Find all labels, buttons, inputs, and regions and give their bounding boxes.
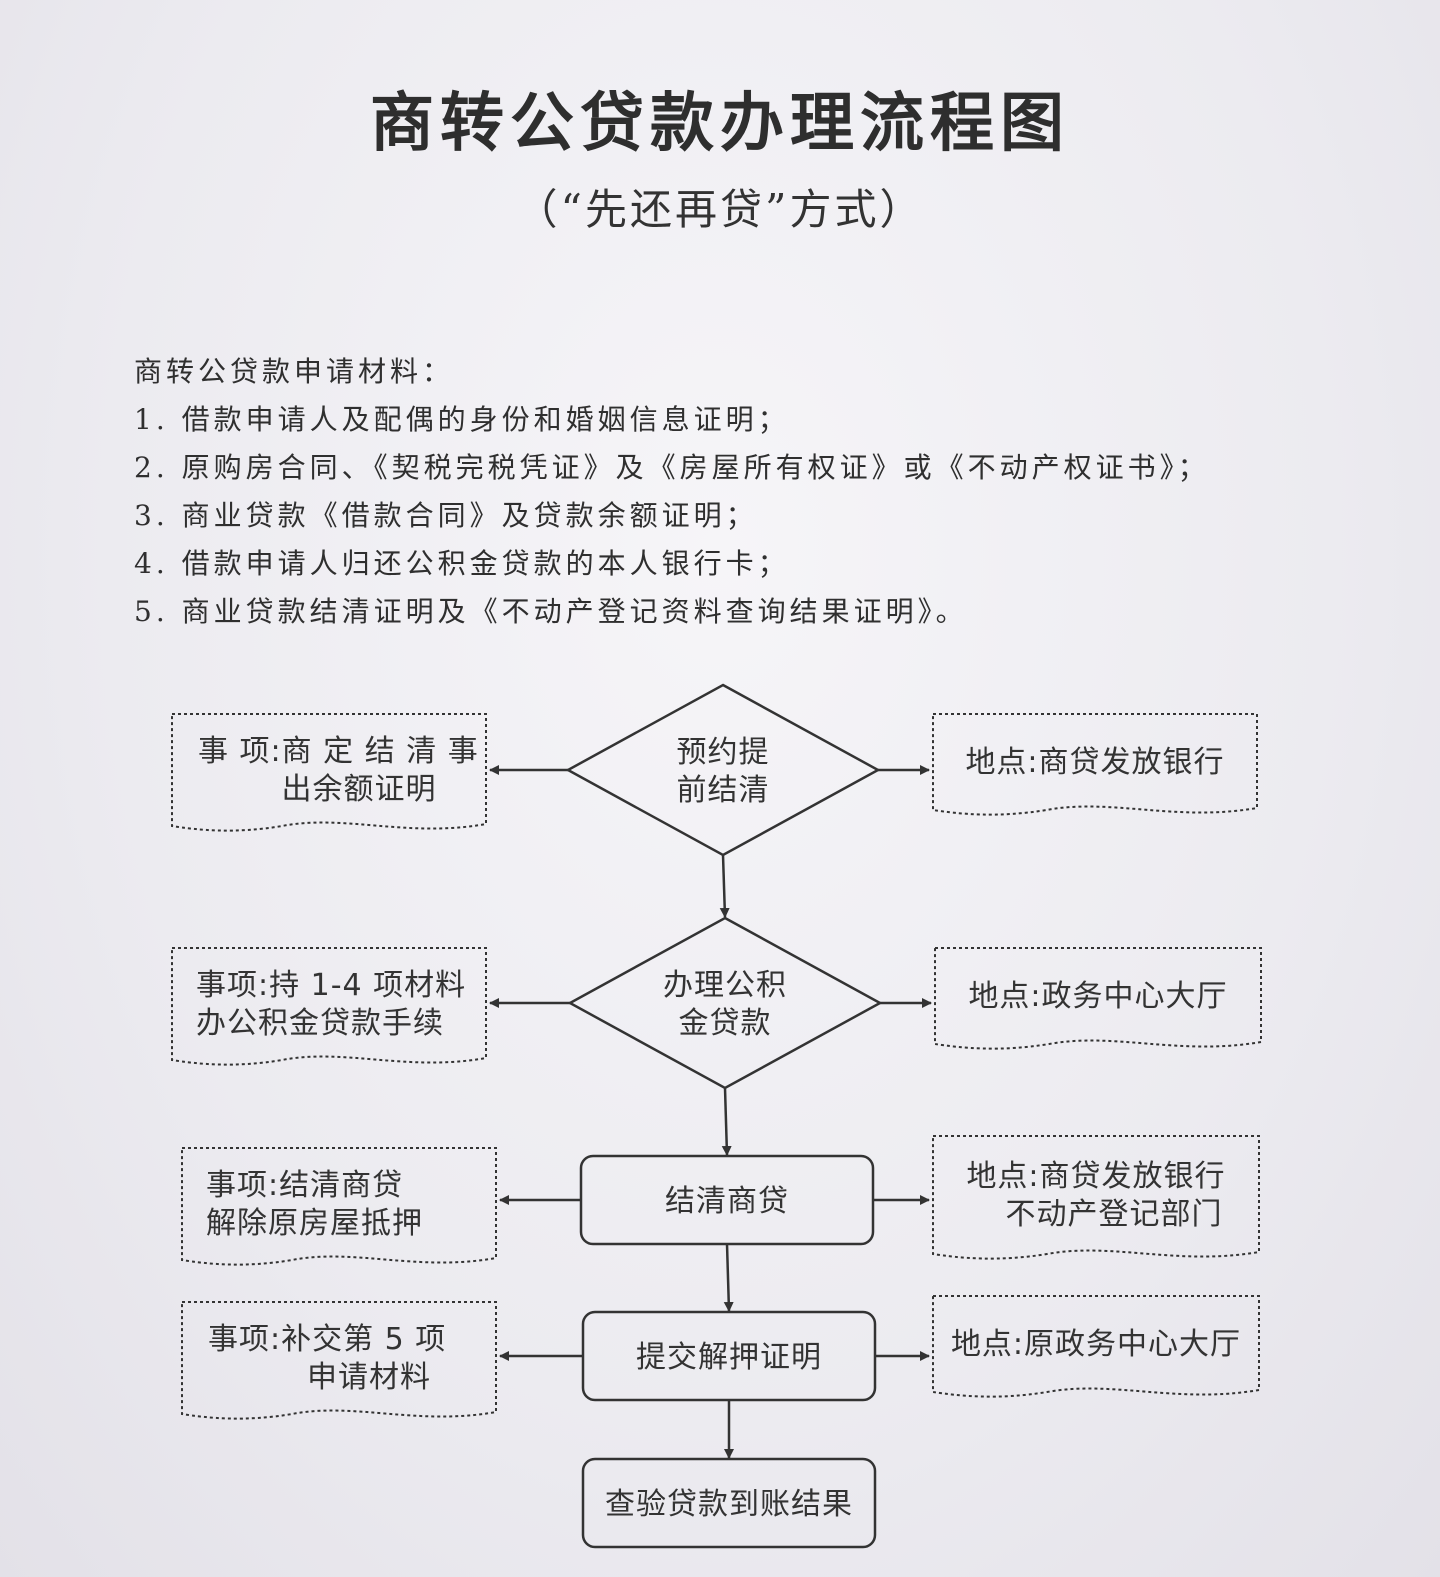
matter-note-text: 办公积金贷款手续 [196,1006,444,1041]
matter-note-text: 事项:补交第 5 项 [208,1322,446,1357]
materials-heading: 商转公贷款申请材料： [134,355,455,388]
flow-step-label: 查验贷款到账结果 [605,1487,853,1522]
matter-note-text: 事项:持 1-4 项材料 [196,968,466,1003]
process-box [581,1457,877,1549]
location-note-text: 地点:商贷发放银行 [965,745,1224,780]
matter-note-text: 事 项:商 定 结 清 事 [198,734,479,769]
decision-diamond [565,683,881,857]
flow-arrow-down [719,854,730,918]
location-note-1: 地点:商贷发放银行 [932,713,1258,816]
note-box [932,713,1258,816]
materials-item-1: 1. 借款申请人及配偶的身份和婚姻信息证明； [134,403,790,436]
location-note-4: 地点:原政务中心大厅 [932,1295,1260,1398]
note-box [932,1135,1260,1260]
flow-step-3: 结清商贷 [579,1154,875,1246]
flow-arrow-down [721,1087,732,1156]
flow-step-label: 提交解押证明 [636,1340,822,1375]
materials-item-4: 4. 借款申请人归还公积金贷款的本人银行卡； [134,547,790,580]
materials-item-2: 2. 原购房合同、《契税完税凭证》及《房屋所有权证》或《不动产权证书》； [134,451,1210,484]
note-box [181,1301,497,1420]
flow-arrow-down [723,1243,734,1312]
matter-note-text: 出余额证明 [282,772,437,807]
location-note-text: 地点:原政务中心大厅 [951,1327,1241,1362]
flow-step-label: 预约提 [677,735,770,770]
location-note-text: 地点:商贷发放银行 [966,1159,1225,1194]
note-box [171,947,487,1066]
flow-step-4: 提交解押证明 [581,1310,877,1402]
process-box [579,1154,875,1246]
location-note-text: 不动产登记部门 [1006,1197,1223,1232]
page-title: 商转公贷款办理流程图 [370,87,1070,161]
matter-note-text: 事项:结清商贷 [206,1168,403,1203]
decision-diamond [567,916,883,1090]
process-box [581,1310,877,1402]
page-subtitle: （“先还再贷”方式） [515,185,925,234]
matter-note-text: 解除原房屋抵押 [206,1206,423,1241]
flow-step-label: 办理公积 [663,968,787,1003]
flow-step-label: 前结清 [677,773,770,808]
note-box [171,713,487,832]
note-box [934,947,1262,1050]
flow-edges [489,765,932,1459]
matter-note-text: 申请材料 [307,1360,431,1395]
materials-list: 商转公贷款申请材料： 1. 借款申请人及配偶的身份和婚姻信息证明； 2. 原购房… [134,348,1334,636]
location-note-text: 地点:政务中心大厅 [968,979,1227,1014]
flow-step-label: 金贷款 [679,1006,772,1041]
location-note-2: 地点:政务中心大厅 [934,947,1262,1050]
flow-step-label: 结清商贷 [665,1184,789,1219]
note-box [932,1295,1260,1398]
flow-step-5: 查验贷款到账结果 [581,1457,877,1549]
materials-item-3: 3. 商业贷款《借款合同》及贷款余额证明； [134,499,758,532]
note-box [181,1147,497,1266]
materials-item-5: 5. 商业贷款结清证明及《不动产登记资料查询结果证明》。 [134,595,968,628]
